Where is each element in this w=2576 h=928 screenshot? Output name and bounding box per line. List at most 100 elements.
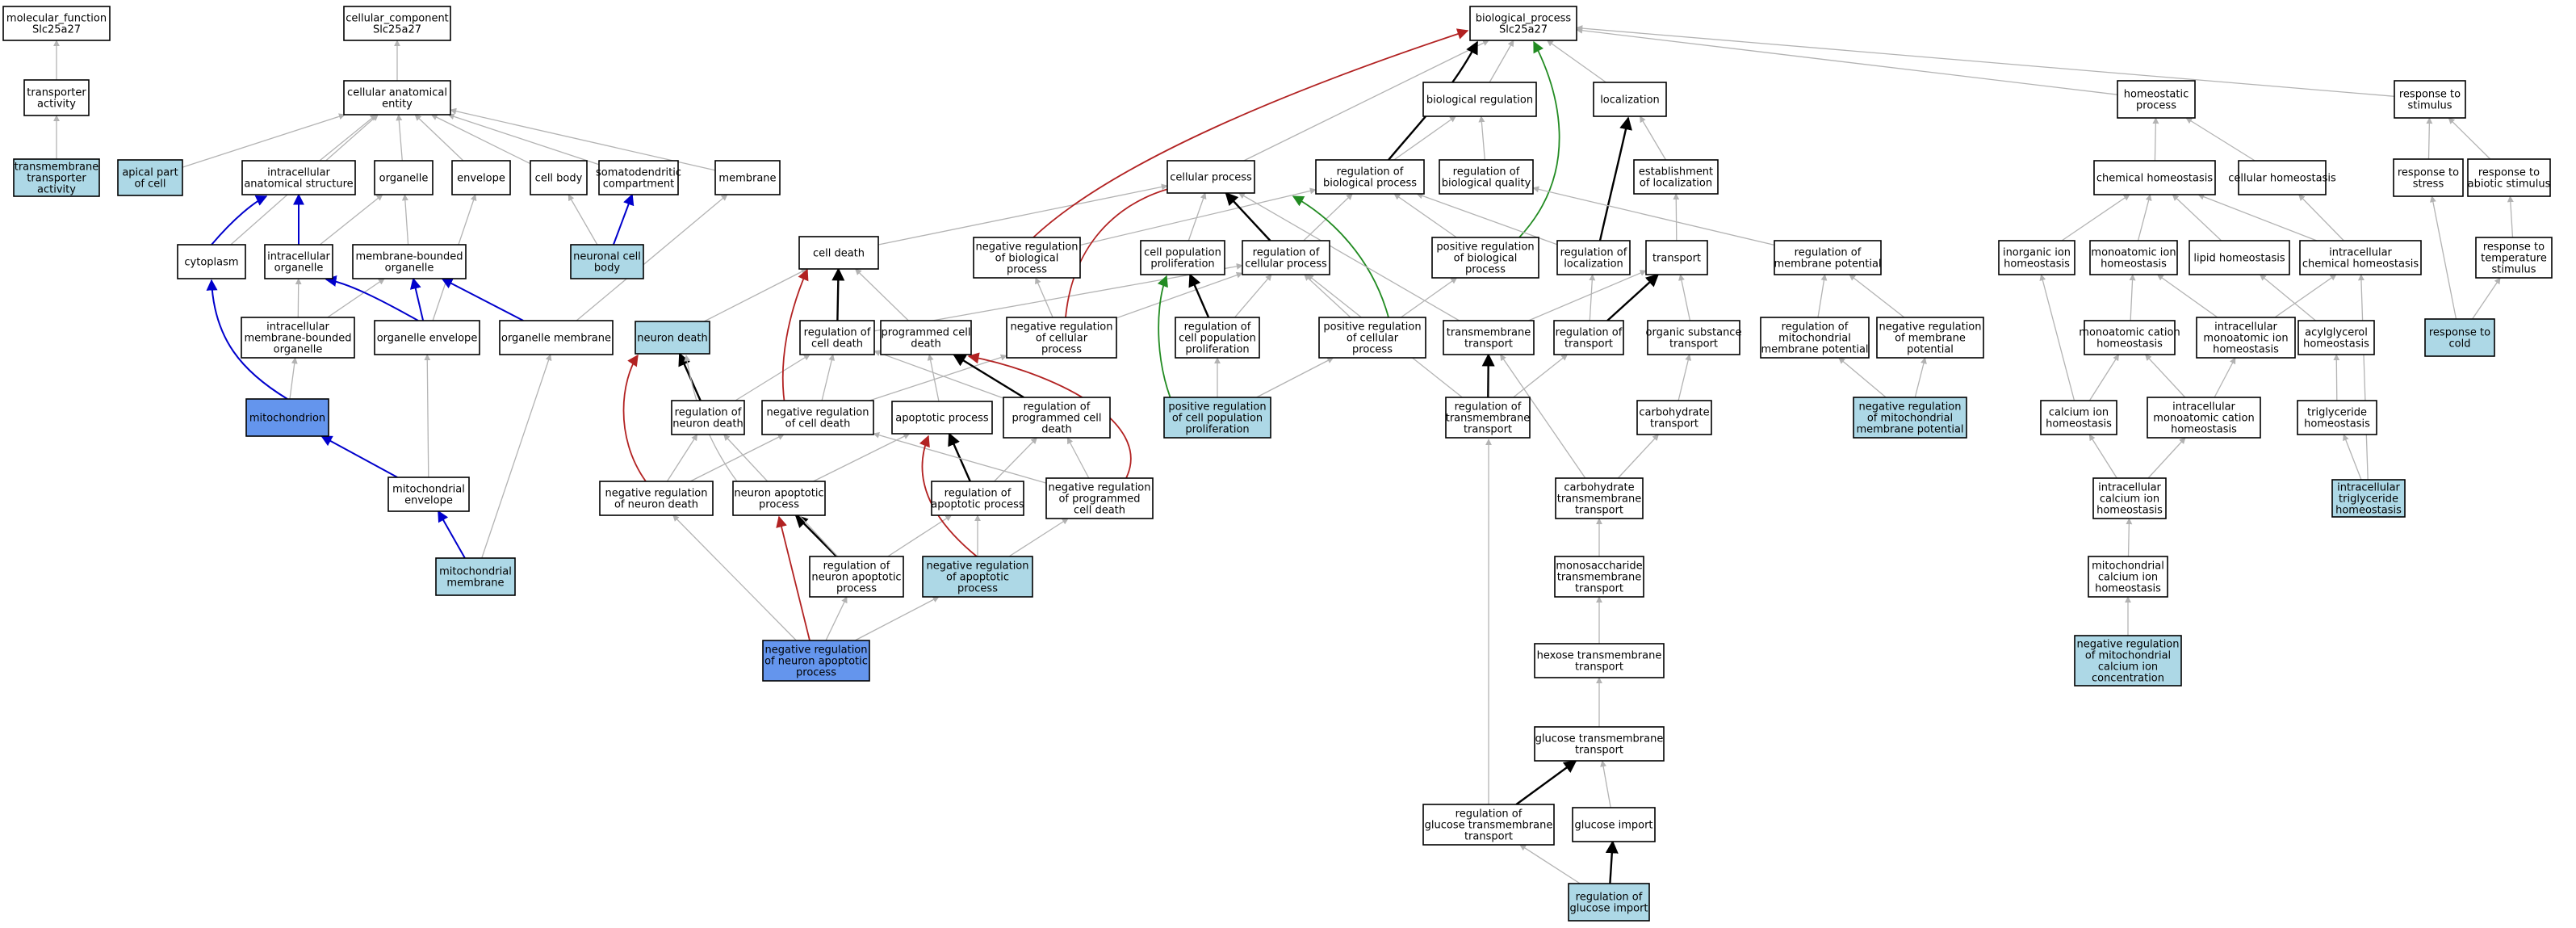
term-node-nd[interactable]: neuron death: [635, 321, 710, 355]
term-node-oe[interactable]: organelle envelope: [374, 320, 480, 355]
term-node-cb[interactable]: cell body: [530, 160, 588, 195]
term-node-tr[interactable]: transport: [1645, 240, 1708, 275]
edge-regulates-rnap-to-nap: [794, 514, 838, 557]
term-node-mem[interactable]: membrane: [714, 160, 781, 195]
term-label-line: biological regulation: [1426, 94, 1533, 107]
term-node-mito[interactable]: mitochondrion: [245, 398, 329, 437]
term-node-cd[interactable]: cell death: [798, 236, 879, 270]
term-node-org[interactable]: organelle: [374, 160, 434, 195]
term-node-breg[interactable]: biological regulation: [1422, 82, 1537, 117]
term-node-ch[interactable]: cellular homeostasis: [2228, 160, 2336, 195]
term-node-loc[interactable]: localization: [1593, 82, 1667, 117]
term-node-ap[interactable]: apoptotic process: [891, 401, 993, 435]
term-node-chh[interactable]: chemical homeostasis: [2093, 160, 2216, 195]
term-label-line: negative regulation: [2076, 639, 2179, 651]
term-node-om[interactable]: organelle membrane: [499, 320, 614, 355]
edge-is-a-imih-to-mih: [2156, 274, 2218, 318]
term-node-cp[interactable]: cellular process: [1167, 160, 1255, 194]
term-node-gi[interactable]: glucose import: [1572, 807, 1656, 842]
edge-is-a-imch-to-imih: [2214, 357, 2236, 398]
term-box: [343, 6, 451, 41]
term-node-lh[interactable]: lipid homeostasis: [2189, 240, 2290, 275]
term-node-cyt[interactable]: cytoplasm: [177, 244, 246, 279]
term-node-env[interactable]: envelope: [451, 160, 511, 195]
term-label-line: of neuron death: [614, 499, 698, 511]
term-label-line: transport: [1652, 253, 1701, 265]
